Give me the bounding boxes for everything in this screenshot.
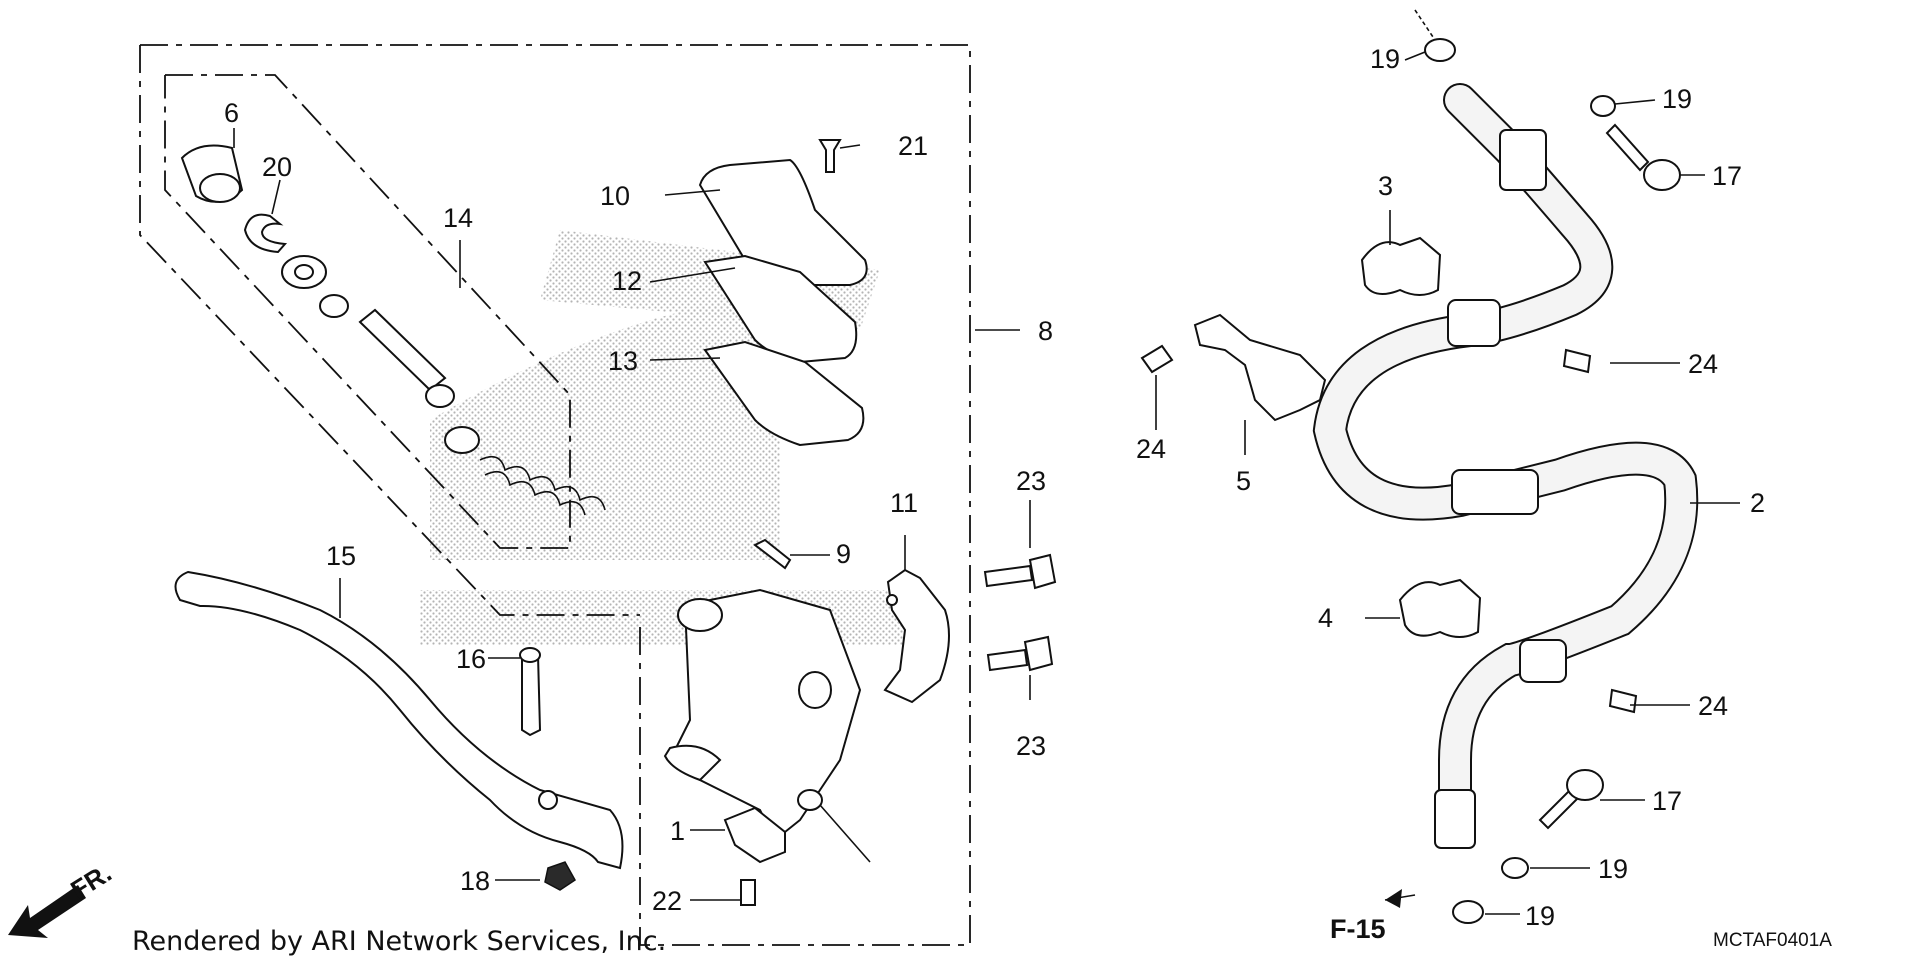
callout-5: 5: [1236, 466, 1251, 496]
callout-6: 6: [224, 98, 239, 128]
master-cylinder-body: [663, 588, 862, 842]
bolt-23-upper: [983, 553, 1057, 590]
washer-19-bottom-a: [1501, 857, 1529, 879]
callout-24-lower: 24: [1698, 691, 1728, 721]
hose-clamp-4: [1398, 578, 1482, 638]
callout-22: 22: [652, 886, 682, 916]
callout-20: 20: [262, 152, 292, 182]
reference-arrow: F-15: [1330, 889, 1416, 944]
callout-12: 12: [612, 266, 642, 296]
callout-15: 15: [326, 541, 356, 571]
screw-22-part: [740, 879, 756, 906]
callout-labels: 6 20 14 10 21 12 13 8 11 9 23 23 15 16 1…: [224, 44, 1765, 931]
leader-lines: [233, 9, 1740, 915]
boot-part: [180, 144, 244, 203]
clamp-part: [883, 568, 950, 704]
hose-clamp-3: [1360, 236, 1442, 296]
callout-3: 3: [1378, 171, 1393, 201]
hose-bracket-5: [1193, 313, 1327, 422]
assembly-outline-8: [139, 44, 971, 946]
bolt-24-upper: [1562, 348, 1592, 374]
brake-hose-part: [1312, 83, 1699, 849]
brake-lever-part: [174, 570, 624, 870]
callout-4: 4: [1318, 603, 1333, 633]
callout-19-bottom-a: 19: [1598, 854, 1628, 884]
callout-1: 1: [670, 816, 685, 846]
lever-pivot-hole: [538, 790, 558, 810]
banjo-bolt-17-top: [1605, 123, 1681, 191]
banjo-bolt-17-bottom: [1538, 769, 1604, 830]
callout-9: 9: [836, 539, 851, 569]
callout-8: 8: [1038, 316, 1053, 346]
callout-17-bottom: 17: [1652, 786, 1682, 816]
bolt-24-bracket: [1140, 344, 1174, 374]
washer-19-top-right: [1590, 95, 1616, 117]
screw-21-part: [818, 139, 842, 173]
callout-19-top-right: 19: [1662, 84, 1692, 114]
small-cap-part: [753, 538, 792, 570]
diaphragm-part: [703, 340, 865, 447]
bolt-24-lower: [1608, 688, 1638, 714]
circlip-part: [243, 213, 288, 254]
callout-23-lower: 23: [1016, 731, 1046, 761]
credit-text: Rendered by ARI Network Services, Inc.: [132, 926, 666, 957]
piston-part: [319, 294, 480, 454]
diagram-code: MCTAF0401A: [1713, 930, 1832, 951]
callout-2: 2: [1750, 488, 1765, 518]
callout-10: 10: [600, 181, 630, 211]
brake-switch-part: [723, 806, 786, 864]
bolt-23-lower: [986, 635, 1054, 672]
callout-19-bottom-b: 19: [1525, 901, 1555, 931]
callout-11: 11: [890, 488, 918, 518]
callout-19-top-left: 19: [1370, 44, 1400, 74]
callout-24-upper: 24: [1688, 349, 1718, 379]
callout-16: 16: [456, 644, 486, 674]
callout-23-upper: 23: [1016, 466, 1046, 496]
washer-19-top-left: [1424, 38, 1456, 62]
pivot-bolt-part: [519, 647, 542, 737]
assembly-outline-14: [164, 74, 571, 549]
callout-14: 14: [443, 203, 473, 233]
callout-17-top: 17: [1712, 161, 1742, 191]
reference-label: F-15: [1330, 914, 1386, 944]
nut-18-part: [544, 861, 576, 891]
washer-part: [281, 255, 327, 289]
callout-21: 21: [898, 131, 928, 161]
front-direction-arrow: FR.: [8, 857, 117, 938]
callout-13: 13: [608, 346, 638, 376]
callout-24-bracket: 24: [1136, 434, 1166, 464]
callout-18: 18: [460, 866, 490, 896]
washer-19-bottom-b: [1452, 900, 1484, 924]
spring-part: [479, 455, 606, 516]
